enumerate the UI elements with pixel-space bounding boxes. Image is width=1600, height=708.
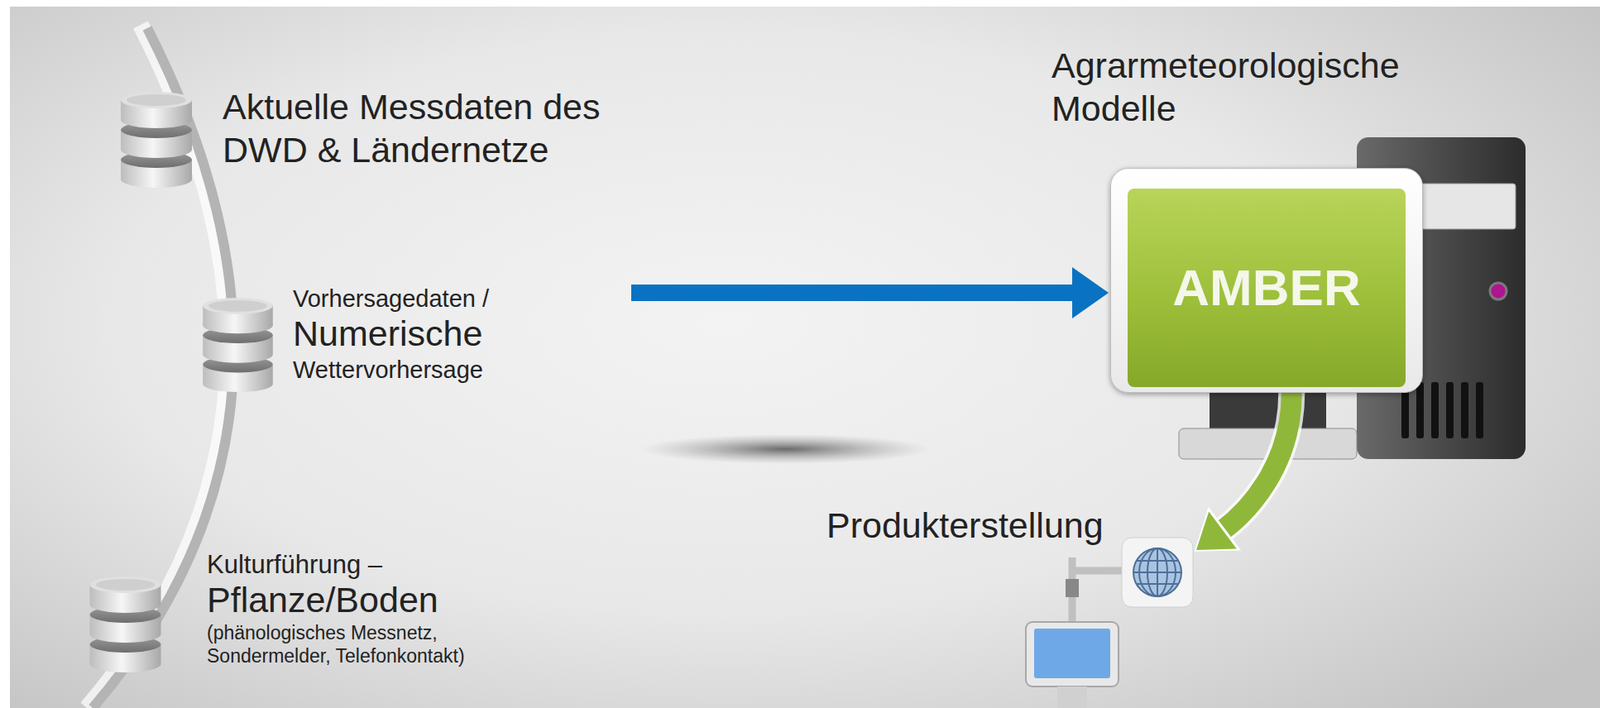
data-source: Aktuelle Messdaten des DWD & Ländernetze <box>222 86 673 172</box>
screen-label: AMBER <box>1172 257 1361 319</box>
node-text: Vorhersagedaten / <box>292 283 632 314</box>
network-line <box>1072 557 1122 623</box>
arrow-shadow <box>641 434 931 465</box>
node-text: Pflanze/Boden <box>206 579 558 621</box>
computer-monitor: AMBERAgrarmeteorologische Modelle <box>1110 167 1423 393</box>
vent-slots <box>1401 382 1484 439</box>
data-source: Kulturführung –Pflanze/Boden(phänologisc… <box>206 549 558 669</box>
node-text: (phänologisches Messnetz, Sondermelder, … <box>206 621 513 670</box>
client-stand <box>1057 686 1088 708</box>
monitor-screen: AMBER <box>1127 188 1406 388</box>
product-node: Produkterstellung <box>826 504 1203 609</box>
flow-arrow <box>631 267 1109 319</box>
node-text: Numerische <box>292 313 632 355</box>
network-joint <box>1065 579 1079 598</box>
data-source: Vorhersagedaten /NumerischeWettervorhers… <box>292 283 632 386</box>
database-icon <box>90 576 162 673</box>
database-icon <box>120 91 192 188</box>
node-text: Kulturführung – <box>206 549 558 580</box>
client-monitor <box>1025 622 1119 687</box>
node-text: Agrarmeteorologische Modelle <box>1051 44 1482 130</box>
node-text: Wettervorhersage <box>292 354 632 387</box>
globe-icon <box>1133 548 1182 597</box>
database-icon <box>202 297 274 393</box>
power-led <box>1489 282 1507 300</box>
node-text: Produkterstellung <box>826 504 1203 548</box>
node-text: Aktuelle Messdaten des DWD & Ländernetze <box>222 86 673 172</box>
monitor-neck <box>1209 388 1327 431</box>
client-screen <box>1034 628 1111 679</box>
globe-tile <box>1121 537 1193 608</box>
